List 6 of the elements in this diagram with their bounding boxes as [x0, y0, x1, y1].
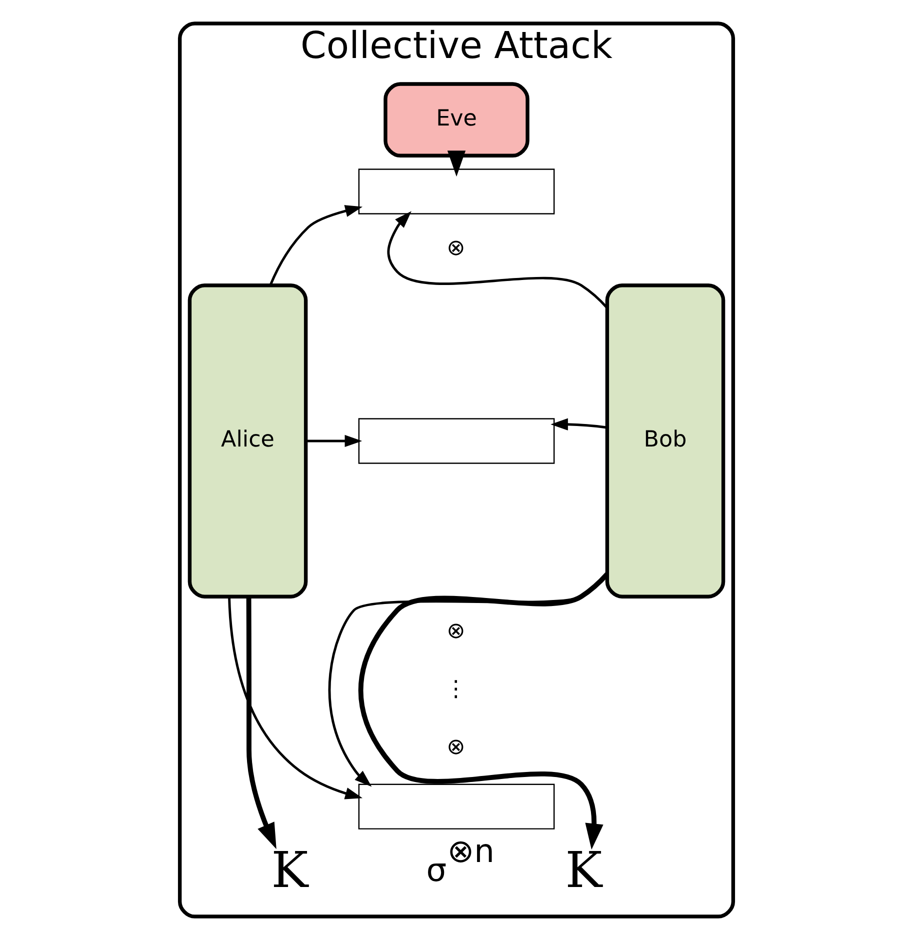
label: ⊗: [446, 618, 465, 644]
label: ⋮: [444, 676, 466, 702]
node-text: K: [270, 840, 308, 899]
label: ⊗: [446, 734, 465, 760]
label: ⊗: [446, 234, 465, 261]
node-text: K: [564, 840, 602, 899]
